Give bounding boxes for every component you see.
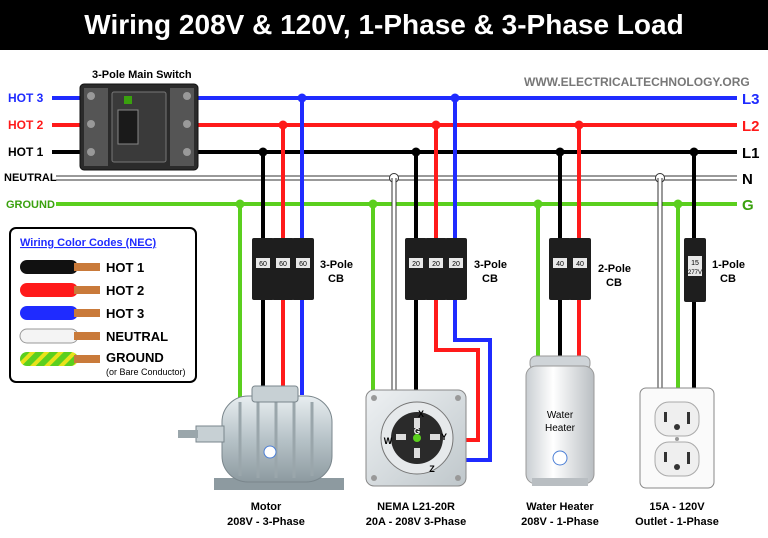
bus-label-hot2: HOT 2 [8, 118, 44, 132]
motor-icon [178, 385, 344, 490]
breaker-3-label-cb: CB [606, 277, 622, 289]
nema-receptacle-icon [365, 389, 467, 487]
water-heater-label-1: Water [547, 410, 574, 421]
bus-label-L3: L3 [742, 91, 760, 108]
breaker-4: 15 277V [684, 238, 706, 302]
terminal-x: X [418, 409, 424, 419]
breaker-1: 60 60 60 [252, 238, 314, 300]
legend-item-hot2: HOT 2 [106, 283, 144, 298]
main-switch [79, 83, 199, 171]
load-water-heater-name: Water Heater [526, 501, 594, 513]
legend-note: (or Bare Conductor) [106, 367, 186, 377]
breaker-4-rating: 15 [691, 260, 699, 267]
bus-label-G: G [742, 197, 754, 214]
breaker-3-rating-2: 40 [576, 261, 584, 268]
breaker-4-label-cb: CB [720, 273, 736, 285]
breaker-2-rating-1: 20 [412, 261, 420, 268]
bus-label-ground: GROUND [6, 199, 55, 211]
legend-item-hot1: HOT 1 [106, 260, 144, 275]
bus-label-hot3: HOT 3 [8, 91, 44, 105]
breaker-2-rating-2: 20 [432, 261, 440, 268]
website-url: WWW.ELECTRICALTECHNOLOGY.ORG [524, 75, 750, 89]
legend-item-neutral: NEUTRAL [106, 329, 168, 344]
breaker-2-rating-3: 20 [452, 261, 460, 268]
water-heater-icon [525, 355, 595, 486]
main-switch-label: 3-Pole Main Switch [92, 69, 192, 81]
bus-label-neutral: NEUTRAL [4, 172, 57, 184]
load-nema-name: NEMA L21-20R [377, 501, 455, 513]
terminal-z: Z [429, 464, 435, 474]
water-heater-label-2: Heater [545, 423, 576, 434]
load-outlet-spec: Outlet - 1-Phase [635, 516, 719, 528]
legend-item-hot3: HOT 3 [106, 306, 144, 321]
bus-label-hot1: HOT 1 [8, 145, 44, 159]
load-water-heater-spec: 208V - 1-Phase [521, 516, 599, 528]
load-motor-name: Motor [251, 501, 282, 513]
breaker-3-rating-1: 40 [556, 261, 564, 268]
breaker-4-sub-rating: 277V [688, 270, 702, 276]
color-code-legend [9, 227, 197, 383]
breaker-2: 20 20 20 [405, 238, 467, 300]
terminal-g: G [414, 427, 420, 436]
outlet-icon [639, 387, 715, 489]
breaker-1-rating-2: 60 [279, 261, 287, 268]
terminal-y: Y [441, 432, 447, 442]
bus-label-L2: L2 [742, 118, 760, 135]
breaker-2-label-cb: CB [482, 273, 498, 285]
legend-title: Wiring Color Codes (NEC) [20, 237, 157, 249]
breaker-2-label-type: 3-Pole [474, 259, 507, 271]
breaker-1-rating-3: 60 [299, 261, 307, 268]
breaker-4-label-type: 1-Pole [712, 259, 745, 271]
load-outlet-name: 15A - 120V [649, 501, 705, 513]
load-nema-spec: 20A - 208V 3-Phase [366, 516, 466, 528]
breaker-3: 40 40 [549, 238, 591, 300]
bus-label-N: N [742, 171, 753, 188]
bus-label-L1: L1 [742, 145, 760, 162]
breaker-1-label-type: 3-Pole [320, 259, 353, 271]
legend-item-ground: GROUND [106, 350, 164, 365]
load-motor-spec: 208V - 3-Phase [227, 516, 305, 528]
terminal-w: W [384, 436, 393, 446]
breaker-1-label-cb: CB [328, 273, 344, 285]
breaker-1-rating-1: 60 [259, 261, 267, 268]
breaker-3-label-type: 2-Pole [598, 263, 631, 275]
diagram-title: Wiring 208V & 120V, 1-Phase & 3-Phase Lo… [0, 0, 768, 50]
